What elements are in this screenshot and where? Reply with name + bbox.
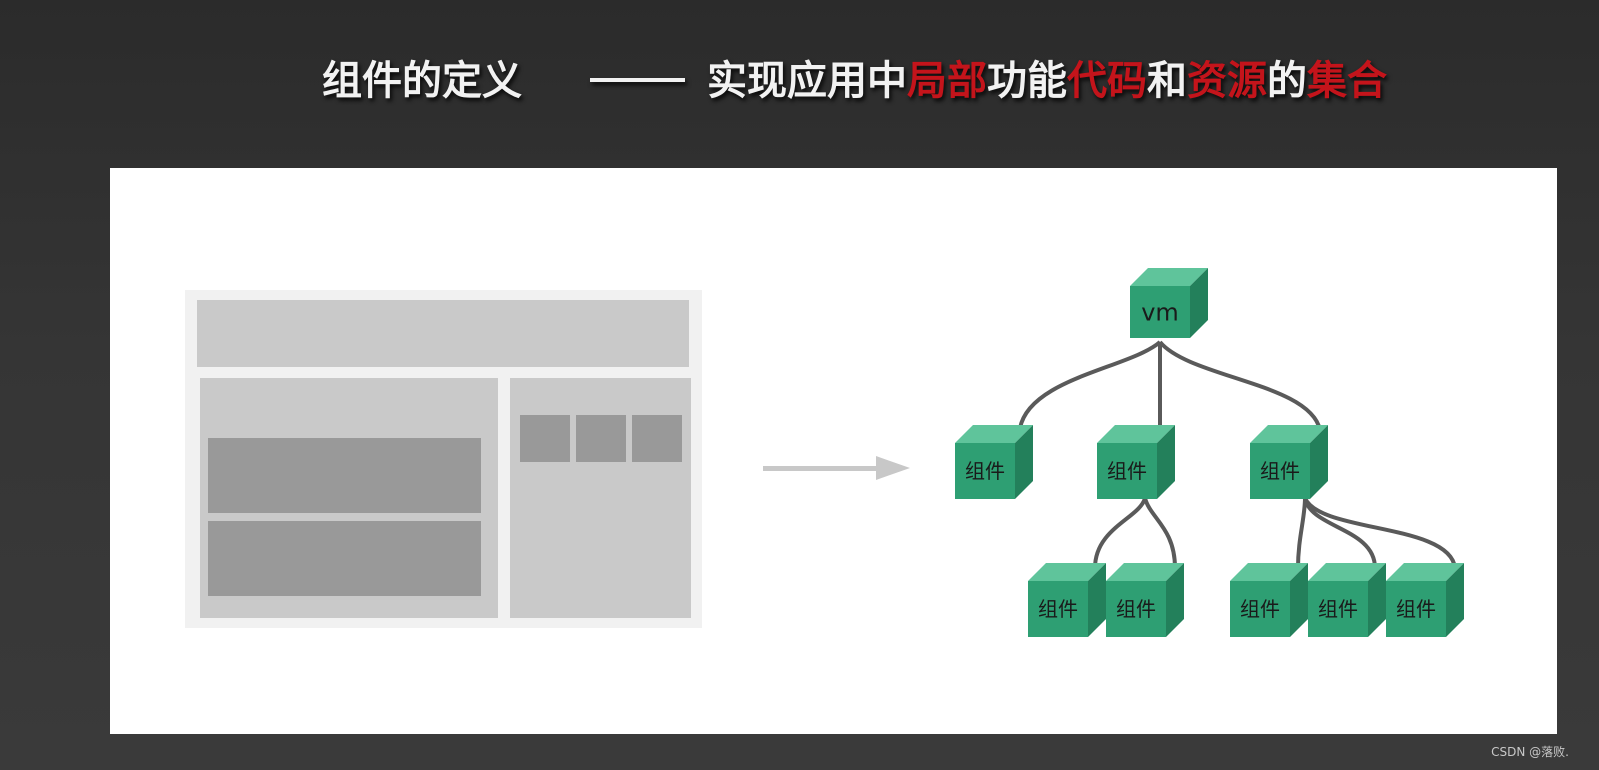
- cube-side-face: [1190, 268, 1208, 338]
- cube-top-face: [1130, 268, 1208, 286]
- cube-top-face: [1308, 563, 1386, 581]
- cube-top-face: [1097, 425, 1175, 443]
- cube-label: 组件: [1038, 597, 1078, 621]
- cube-front-face: [1097, 443, 1157, 499]
- component-node: 组件: [1106, 563, 1184, 637]
- cube-label: 组件: [1260, 459, 1300, 483]
- cube-label: 组件: [1240, 597, 1280, 621]
- cube-top-face: [1028, 563, 1106, 581]
- component-tree: vm组件组件组件组件组件组件组件组件: [955, 268, 1464, 637]
- cube-front-face: [1386, 581, 1446, 637]
- title-part-2: 局部: [907, 58, 987, 104]
- cube-front-face: [1130, 286, 1190, 338]
- cube-side-face: [1446, 563, 1464, 637]
- cube-side-face: [1310, 425, 1328, 499]
- tree-edge: [1093, 497, 1147, 569]
- cube-top-face: [1106, 563, 1184, 581]
- wireframe-content-block: [208, 438, 481, 513]
- title-part-8: 集合: [1307, 58, 1387, 104]
- tree-edge: [1018, 340, 1162, 429]
- tree-connectors: [1018, 340, 1457, 569]
- wireframe-content-block: [208, 521, 481, 596]
- cube-front-face: [1230, 581, 1290, 637]
- component-node: 组件: [1097, 425, 1175, 499]
- arrow-shaft: [763, 466, 883, 471]
- arrow-head-icon: [876, 456, 910, 480]
- root-vm-node: vm: [1130, 268, 1208, 338]
- wireframe-tile: [576, 415, 626, 462]
- tree-edge: [1303, 496, 1457, 569]
- title-part-5: 和: [1147, 58, 1187, 104]
- cube-label: 组件: [1116, 597, 1156, 621]
- wireframe-header: [197, 300, 689, 367]
- component-node: 组件: [1250, 425, 1328, 499]
- cube-label: 组件: [1318, 597, 1358, 621]
- component-node: 组件: [1028, 563, 1106, 637]
- slide-title: 组件的定义 实现应用中 局部 功能 代码 和 资源 的 集合: [0, 48, 1599, 118]
- tree-edge: [1143, 497, 1177, 569]
- cube-top-face: [955, 425, 1033, 443]
- cube-label: 组件: [1107, 459, 1147, 483]
- title-part-1: 实现应用中: [707, 58, 907, 104]
- tree-edge: [1296, 497, 1307, 569]
- cube-side-face: [1368, 563, 1386, 637]
- cube-front-face: [1308, 581, 1368, 637]
- cube-side-face: [1015, 425, 1033, 499]
- wireframe-tile: [632, 415, 682, 462]
- component-node: 组件: [1308, 563, 1386, 637]
- cube-front-face: [1250, 443, 1310, 499]
- title-part-6: 资源: [1187, 58, 1267, 104]
- title-term: 组件的定义: [322, 58, 522, 104]
- component-node: 组件: [1386, 563, 1464, 637]
- component-node: 组件: [1230, 563, 1308, 637]
- cube-front-face: [955, 443, 1015, 499]
- watermark-credit: CSDN @落败.: [1491, 745, 1569, 759]
- component-node: 组件: [955, 425, 1033, 499]
- title-part-7: 的: [1267, 58, 1307, 104]
- cube-side-face: [1290, 563, 1308, 637]
- cube-side-face: [1166, 563, 1184, 637]
- cube-front-face: [1106, 581, 1166, 637]
- cube-front-face: [1028, 581, 1088, 637]
- cube-top-face: [1250, 425, 1328, 443]
- wireframe-tile: [520, 415, 570, 462]
- cube-label: 组件: [1396, 597, 1436, 621]
- cube-label: 组件: [965, 459, 1005, 483]
- cube-label: vm: [1141, 299, 1179, 327]
- title-part-4: 代码: [1067, 58, 1147, 104]
- tree-edge: [1303, 497, 1377, 569]
- tree-edge: [1158, 340, 1322, 431]
- cube-top-face: [1386, 563, 1464, 581]
- title-dash: [590, 78, 685, 82]
- cube-side-face: [1157, 425, 1175, 499]
- cube-side-face: [1088, 563, 1106, 637]
- title-part-3: 功能: [987, 58, 1067, 104]
- cube-top-face: [1230, 563, 1308, 581]
